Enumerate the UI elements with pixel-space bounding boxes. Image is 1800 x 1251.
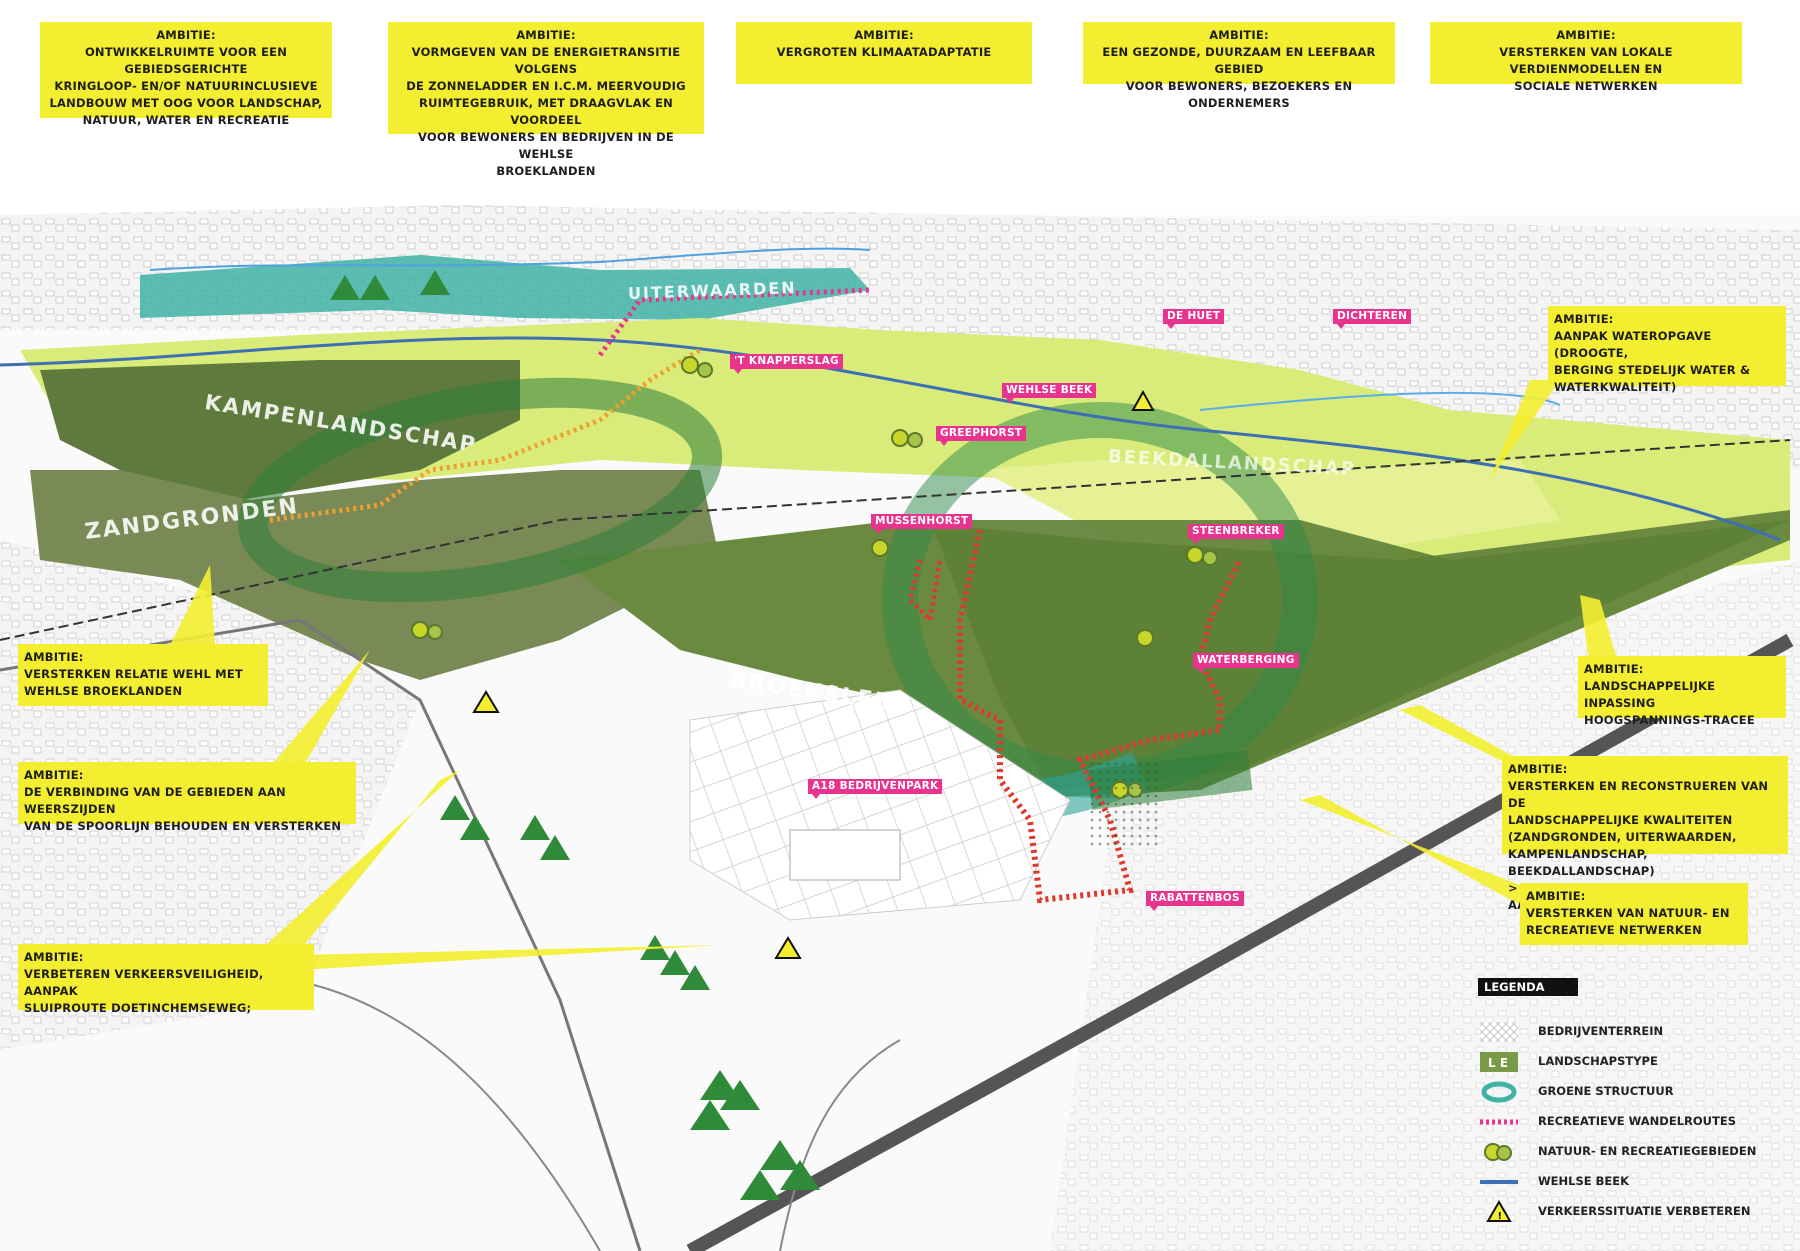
legend-row: GROENE STRUCTUUR	[1478, 1080, 1798, 1106]
traffic-warning-icons	[472, 389, 1155, 959]
svg-text:!: !	[1498, 1211, 1503, 1222]
place-de-huet: DE HUET	[1163, 309, 1225, 329]
ambition-body: VERSTERKEN VAN NATUUR- EN RECREATIEVE NE…	[1526, 906, 1730, 937]
a18-industrial-park	[689, 689, 1071, 921]
ambition-body: VERSTERKEN RELATIE WEHL MET WEHLSE BROEK…	[24, 667, 243, 698]
place-rabattenbos: RABATTENBOS	[1146, 891, 1244, 911]
ambition-body: EEN GEZONDE, DUURZAAM EN LEEFBAAR GEBIED…	[1102, 45, 1376, 110]
ambition-title: AMBITIE:	[1584, 662, 1644, 676]
place-knapperslag: 'T KNAPPERSLAG	[730, 354, 843, 374]
ambition-title: AMBITIE:	[1554, 312, 1614, 326]
legend-row: ! VERKEERSSITUATIE VERBETEREN	[1478, 1200, 1798, 1226]
ambition-box-energie: AMBITIE: VORMGEVEN VAN DE ENERGIETRANSIT…	[388, 22, 704, 178]
leader-lines	[170, 380, 1620, 970]
svg-text:L E: L E	[1488, 1056, 1508, 1070]
legend-label: LANDSCHAPSTYPE	[1538, 1054, 1658, 1068]
landscape-type-icon: L E	[1480, 1052, 1518, 1072]
place-waterberging: WATERBERGING	[1193, 653, 1299, 673]
uiterwaarden-area	[140, 255, 870, 320]
legend-row: NATUUR- EN RECREATIEGEBIEDEN	[1478, 1140, 1798, 1166]
legend-label: NATUUR- EN RECREATIEGEBIEDEN	[1538, 1144, 1757, 1158]
dotted-route-icon	[1480, 1119, 1518, 1125]
ambition-box-leefbaar: AMBITIE: EEN GEZONDE, DUURZAAM EN LEEFBA…	[1083, 22, 1395, 110]
ambition-title: AMBITIE:	[1508, 762, 1568, 776]
ambition-title: AMBITIE:	[854, 28, 914, 42]
ambition-body: VERGROTEN KLIMAATADAPTATIE	[776, 45, 992, 59]
ambition-body: ONTWIKKELRUIMTE VOOR EEN GEBIEDSGERICHTE…	[49, 45, 323, 127]
ambition-title: AMBITIE:	[24, 768, 84, 782]
legend-row: L E LANDSCHAPSTYPE	[1478, 1050, 1798, 1076]
legend-row: BEDRIJVENTERREIN	[1478, 1020, 1798, 1046]
ambition-box-kwaliteiten: AMBITIE: VERSTERKEN EN RECONSTRUEREN VAN…	[1502, 756, 1788, 912]
legend-title: LEGENDA	[1478, 978, 1578, 996]
ambition-box-relatie: AMBITIE: VERSTERKEN RELATIE WEHL MET WEH…	[18, 644, 268, 706]
blue-line-icon	[1480, 1180, 1518, 1184]
ambition-body: VERBETEREN VERKEERSVEILIGHEID, AANPAK SL…	[24, 967, 264, 1015]
green-ring-icon	[1481, 1081, 1517, 1103]
ambition-body: AANPAK WATEROPGAVE (DROOGTE, BERGING STE…	[1554, 329, 1751, 394]
ambition-box-landbouw: AMBITIE: ONTWIKKELRUIMTE VOOR EEN GEBIED…	[40, 22, 332, 127]
ambition-title: AMBITIE:	[1556, 28, 1616, 42]
ambition-title: AMBITIE:	[24, 950, 84, 964]
recreational-routes	[269, 287, 1243, 904]
ambition-title: AMBITIE:	[1526, 889, 1586, 903]
legend-row: RECREATIEVE WANDELROUTES	[1478, 1110, 1798, 1136]
ambition-title: AMBITIE:	[24, 650, 84, 664]
ambition-box-verbinding: AMBITIE: DE VERBINDING VAN DE GEBIEDEN A…	[18, 762, 356, 833]
legend-label: VERKEERSSITUATIE VERBETEREN	[1538, 1204, 1751, 1218]
nature-recreation-spots	[411, 356, 1218, 850]
ambition-box-verdienmodellen: AMBITIE: VERSTERKEN VAN LOKALE VERDIENMO…	[1430, 22, 1742, 93]
warning-triangle-icon: !	[1486, 1200, 1512, 1222]
legend: LEGENDA BEDRIJVENTERREIN L E LANDSCHAPST…	[1478, 978, 1798, 1238]
tree-cluster-icon	[1484, 1143, 1512, 1161]
place-a18-bedrijvenpark: A18 BEDRIJVENPARK	[808, 779, 943, 799]
place-mussenhorst: MUSSENHORST	[871, 514, 973, 534]
ambition-box-wateropgave: AMBITIE: AANPAK WATEROPGAVE (DROOGTE, BE…	[1548, 306, 1786, 394]
ambition-body: VERSTERKEN VAN LOKALE VERDIENMODELLEN EN…	[1499, 45, 1673, 93]
ambition-body: VORMGEVEN VAN DE ENERGIETRANSITIE VOLGEN…	[406, 45, 686, 178]
tree-clusters	[330, 270, 820, 1200]
legend-label: GROENE STRUCTUUR	[1538, 1084, 1674, 1098]
ambition-box-klimaat: AMBITIE: VERGROTEN KLIMAATADAPTATIE	[736, 22, 1032, 84]
ambition-box-verkeer: AMBITIE: VERBETEREN VERKEERSVEILIGHEID, …	[18, 944, 314, 1015]
legend-row: WEHLSE BEEK	[1478, 1170, 1798, 1196]
hatch-icon	[1480, 1022, 1518, 1042]
legend-label: BEDRIJVENTERREIN	[1538, 1024, 1664, 1038]
ambition-title: AMBITIE:	[516, 28, 576, 42]
ambition-body: LANDSCHAPPELIJKE INPASSING HOOGSPANNINGS…	[1584, 679, 1755, 727]
place-steenbreker: STEENBREKER	[1188, 524, 1284, 544]
legend-label: RECREATIEVE WANDELROUTES	[1538, 1114, 1736, 1128]
ambition-box-netwerken: AMBITIE: VERSTERKEN VAN NATUUR- EN RECRE…	[1520, 883, 1748, 945]
ambition-title: AMBITIE:	[156, 28, 216, 42]
ambition-body: DE VERBINDING VAN DE GEBIEDEN AAN WEERSZ…	[24, 785, 342, 833]
place-greephorst: GREEPHORST	[936, 426, 1027, 446]
legend-label: WEHLSE BEEK	[1538, 1174, 1630, 1188]
place-dichteren: DICHTEREN	[1333, 309, 1412, 329]
ambition-title: AMBITIE:	[1209, 28, 1269, 42]
place-wehlse-beek: WEHLSE BEEK	[1002, 383, 1097, 403]
ambition-box-hoogspanning: AMBITIE: LANDSCHAPPELIJKE INPASSING HOOG…	[1578, 656, 1786, 727]
